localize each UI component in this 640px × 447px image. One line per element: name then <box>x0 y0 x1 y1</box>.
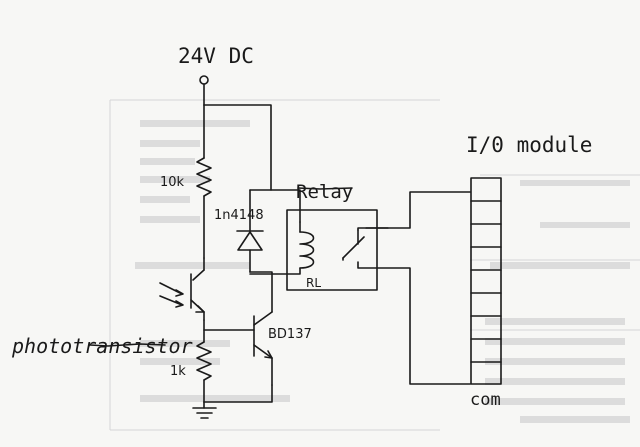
io-module-title: I/0 module <box>466 133 592 157</box>
phototransistor-label-underline <box>89 343 166 347</box>
supply-label: 24V DC <box>178 44 254 68</box>
relay-title-underline <box>297 187 353 190</box>
relay-to-io-wire-com <box>357 261 471 385</box>
top-bus-wire <box>203 104 272 191</box>
phototransistor-symbol <box>159 257 205 321</box>
relay-title: Relay <box>296 181 353 203</box>
relay-coil-lead-bottom <box>249 267 301 275</box>
resistor-1k-label: 1k <box>170 364 186 379</box>
relay-coil-label: RL <box>306 276 321 290</box>
com-label: com <box>470 390 501 410</box>
resistor-1k <box>196 341 212 381</box>
base-feed-wire <box>203 319 255 331</box>
ground-bus-wire <box>203 384 273 403</box>
supply-terminal <box>199 75 209 85</box>
relay-box <box>286 209 378 291</box>
resistor-10k <box>196 157 212 197</box>
relay-contact-symbol <box>342 227 389 261</box>
coil-feed-wire <box>270 189 301 223</box>
io-module-terminal-strip <box>470 177 502 385</box>
bd137-transistor-symbol <box>249 271 273 386</box>
paper-show-through <box>109 99 640 431</box>
ground-icon <box>192 401 217 419</box>
diode-label: 1n4148 <box>214 208 264 223</box>
resistor-10k-label: 10k <box>160 175 185 190</box>
bd137-label: BD137 <box>268 327 312 342</box>
relay-to-io-wire-top <box>365 191 471 229</box>
diode-symbol <box>237 231 263 251</box>
relay-coil <box>299 231 315 269</box>
